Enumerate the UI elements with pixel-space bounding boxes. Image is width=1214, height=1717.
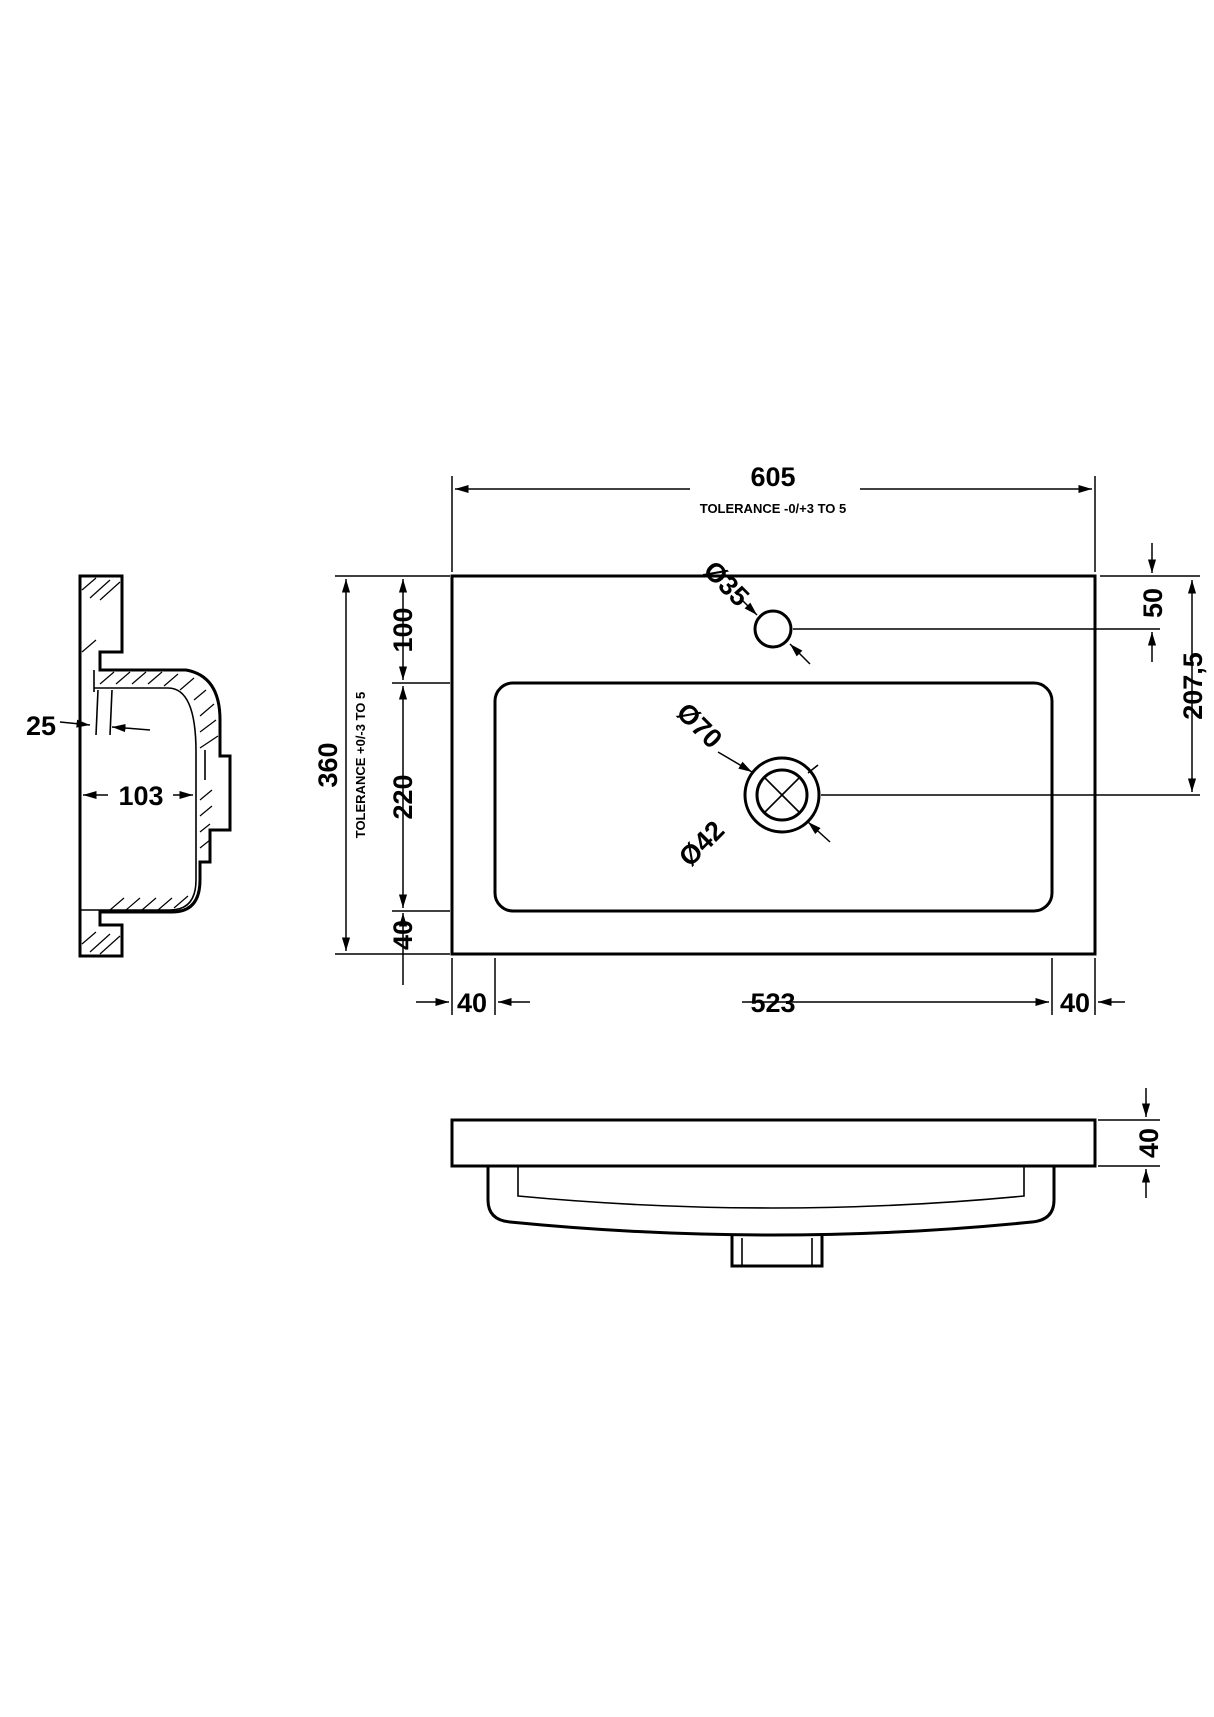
- overall-depth-label: 360: [313, 742, 343, 787]
- section-inner-surface: [79, 676, 197, 911]
- left-margin-label: 40: [457, 988, 487, 1018]
- section-outline: [78, 574, 232, 958]
- dim-section: 25 103: [26, 689, 193, 811]
- dim-right-offsets: 50 207,5: [793, 543, 1208, 796]
- waste-inner-ring: [755, 768, 809, 822]
- basin-width-label: 523: [750, 988, 795, 1018]
- dim-depth-chain: 100 220 40: [388, 579, 450, 985]
- basin-to-back-label: 40: [388, 920, 418, 950]
- waste-inner-diameter-label: Ø42: [673, 815, 730, 872]
- waste-outer-ring: [743, 756, 821, 834]
- width-tolerance-label: TOLERANCE -0/+3 TO 5: [700, 501, 847, 516]
- waste-offset-label: 207,5: [1178, 652, 1208, 720]
- basin-depth-label: 220: [388, 774, 418, 819]
- front-to-basin-label: 100: [388, 607, 418, 652]
- side-section: [78, 574, 232, 958]
- front-elevation: [450, 1118, 1097, 1268]
- waste-cross-2: [763, 776, 801, 814]
- section-bowl-depth-label: 103: [118, 781, 163, 811]
- right-margin-label: 40: [1060, 988, 1090, 1018]
- depth-tolerance-label: TOLERANCE +0/-3 TO 5: [353, 692, 368, 839]
- dim-width-chain: 40 523 40: [416, 958, 1125, 1018]
- countertop-outline: [450, 574, 1097, 956]
- bowl-underside: [486, 1166, 1056, 1237]
- dim-overall-width: 605 TOLERANCE -0/+3 TO 5: [451, 462, 1096, 572]
- dim-overall-depth: 360 TOLERANCE +0/-3 TO 5: [313, 575, 450, 955]
- rim-thickness-label: 40: [1134, 1128, 1164, 1158]
- countertop-slab: [450, 1118, 1097, 1168]
- overall-width-label: 605: [750, 462, 795, 492]
- section-hatching: [81, 577, 219, 955]
- waste-outer-diameter-label: Ø70: [671, 697, 728, 754]
- waste-outlet: [730, 1235, 824, 1268]
- tap-hole: [753, 609, 793, 649]
- bowl-inner-line: [517, 1166, 1025, 1209]
- plan-view: [450, 574, 1097, 956]
- basin-bowl-outline: [493, 681, 1054, 913]
- tap-hole-offset-label: 50: [1138, 588, 1168, 618]
- section-wall-label: 25: [26, 711, 56, 741]
- dim-rim-thickness: 40: [1098, 1088, 1164, 1198]
- dim-tap-hole: Ø35: [698, 555, 811, 665]
